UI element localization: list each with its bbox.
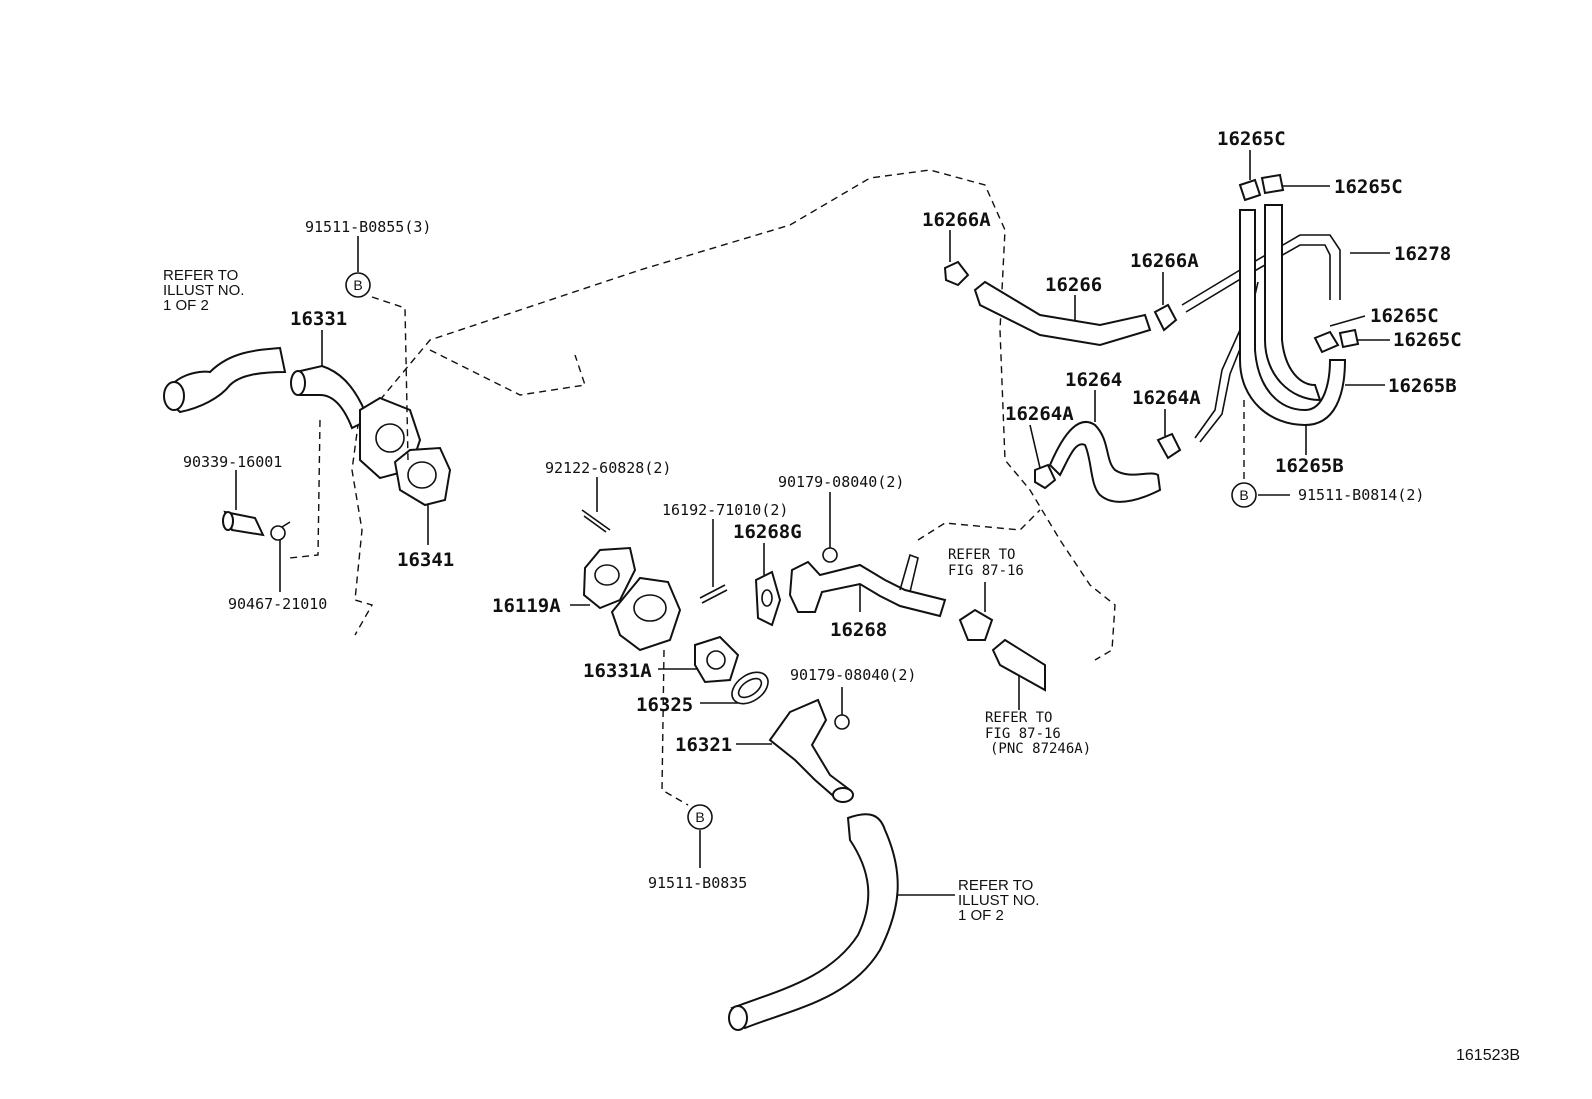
svg-text:REFER TO: REFER TO [163,267,238,284]
clamp-16266a-left [943,260,970,287]
gasket-16341 [393,446,452,507]
svg-text:B: B [695,809,704,825]
nut-90179-top [822,547,838,563]
svg-text:REFER TO: REFER TO [948,547,1015,563]
label-91511-b0855: 91511-B0855(3) [305,218,431,236]
clamp-16264a-right [1156,432,1182,460]
label-90339-16001: 90339-16001 [183,453,282,471]
clamp-16265c-top [1238,173,1285,202]
label-16331a: 16331A [583,660,652,682]
hose-16331 [290,364,370,430]
svg-text:1 OF 2: 1 OF 2 [958,907,1004,924]
leader-16265c-mid1 [1329,315,1366,327]
leader-dash-90339 [289,419,321,559]
hose-16265b [1239,204,1347,427]
clip-90467 [270,521,291,541]
gasket-16268g [754,570,782,627]
water-inlet-16321 [768,698,854,803]
note-refer-illust-bottom: REFER TO ILLUST NO. 1 OF 2 [958,877,1039,924]
thermostat-housing [610,576,682,652]
svg-text:FIG 87-16: FIG 87-16 [985,726,1061,742]
label-90179-08040-top: 90179-08040(2) [778,473,904,491]
label-16268g: 16268G [733,521,802,543]
callout-b-right: B [1231,482,1257,508]
svg-text:1 OF 2: 1 OF 2 [163,297,209,314]
note-refer-illust-left: REFER TO ILLUST NO. 1 OF 2 [163,267,244,314]
leader-dash-b-bottom [661,649,689,806]
stud-16192 [699,584,728,604]
nut-90179-bottom [834,714,850,730]
label-16266a-left: 16266A [922,209,991,231]
label-16265c-mid2: 16265C [1393,329,1462,351]
label-90467-21010: 90467-21010 [228,595,327,613]
leader-16264a-left [1029,424,1041,469]
label-91511-b0814: 91511-B0814(2) [1298,486,1424,504]
gasket-16325 [731,671,769,705]
hose-16264 [1048,420,1162,503]
gasket-16119a [582,546,637,610]
figure-id: 161523B [1456,1047,1520,1064]
svg-text:REFER TO: REFER TO [985,710,1052,726]
clamp-16266a-right [1153,303,1178,332]
callout-b-bottom: B [687,804,713,830]
label-16266a-right: 16266A [1130,250,1199,272]
label-16264: 16264 [1065,369,1122,391]
label-16265c-mid1: 16265C [1370,305,1439,327]
svg-text:B: B [353,277,362,293]
label-16268: 16268 [830,619,887,641]
callout-b-top: B [345,272,371,298]
label-16264a-left: 16264A [1005,403,1074,425]
svg-text:FIG 87-16: FIG 87-16 [948,563,1024,579]
label-92122-60828: 92122-60828(2) [545,459,671,477]
hose-fig-87-16 [991,638,1046,692]
label-16265c-topright: 16265C [1334,176,1403,198]
svg-text:ILLUST NO.: ILLUST NO. [163,282,244,299]
label-16278: 16278 [1394,243,1451,265]
svg-text:B: B [1239,487,1248,503]
leader-dash-b-top [371,296,409,461]
label-16325: 16325 [636,694,693,716]
label-16265b-right: 16265B [1388,375,1457,397]
svg-text:ILLUST NO.: ILLUST NO. [958,892,1039,909]
label-90179-08040-bottom: 90179-08040(2) [790,666,916,684]
hose-16266 [973,280,1152,347]
label-16192-71010: 16192-71010(2) [662,501,788,519]
label-16266: 16266 [1045,274,1102,296]
clamp-16264a-left [1034,463,1057,490]
label-16341: 16341 [397,549,454,571]
svg-text:(PNC 87246A): (PNC 87246A) [990,741,1091,757]
label-16265b-bottom: 16265B [1275,455,1344,477]
hose-left-1-of-2 [163,346,287,414]
clamp-16265c-mid [1313,328,1360,354]
clamp-fig-87-16 [958,608,994,641]
note-refer-fig-top: REFER TO FIG 87-16 [948,547,1024,579]
engine-outline [351,169,1116,661]
label-91511-b0835: 91511-B0835 [648,874,747,892]
label-16119a: 16119A [492,595,561,617]
stud-92122 [581,509,611,533]
thermostat-16331a [694,635,740,684]
label-16264a-right: 16264A [1132,387,1201,409]
note-refer-fig-bottom: REFER TO FIG 87-16 (PNC 87246A) [985,710,1091,757]
hose-bottom-1-of-2 [728,813,899,1031]
label-16321: 16321 [675,734,732,756]
pipe-16268 [788,553,947,618]
label-16265c-top: 16265C [1217,128,1286,150]
hose-90339 [222,510,265,537]
label-16331: 16331 [290,308,347,330]
svg-text:REFER TO: REFER TO [958,877,1033,894]
leader-dash-fig-top [917,509,1041,541]
